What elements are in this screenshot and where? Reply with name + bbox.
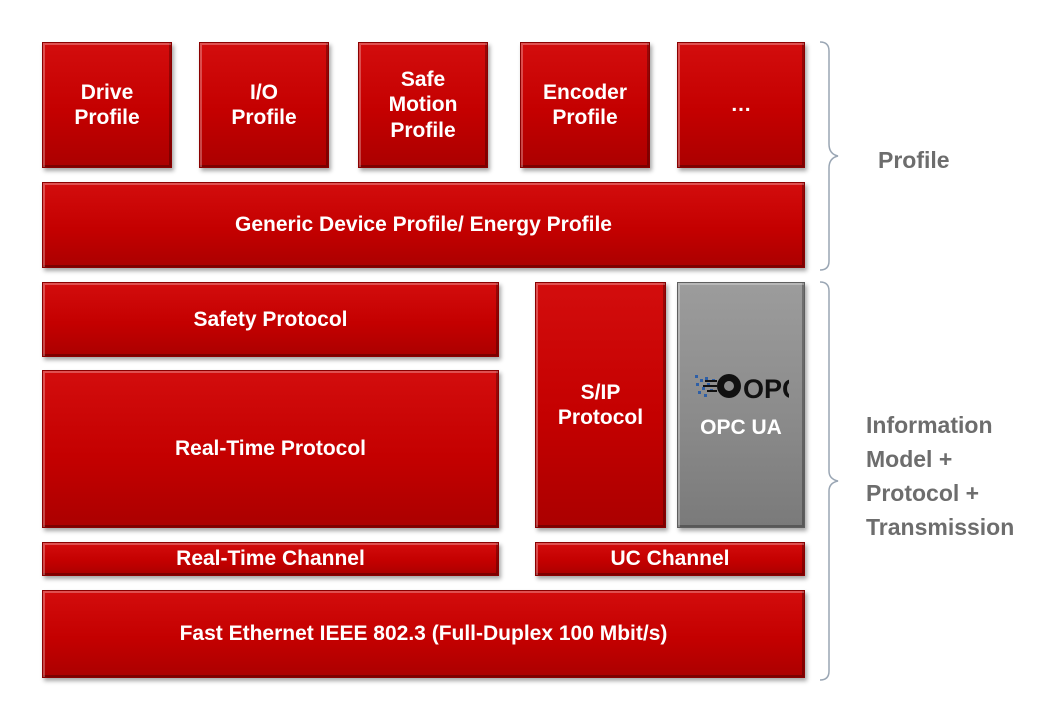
opc-logo-icon: OPC: [695, 374, 789, 404]
encoder-profile-block: Encoder Profile: [520, 42, 650, 168]
opc-ua-label: OPC UA: [700, 416, 782, 440]
encoder-profile-label: Encoder Profile: [542, 80, 628, 129]
profile-brace-icon: [819, 41, 839, 271]
real-time-channel-block: Real-Time Channel: [42, 542, 499, 576]
io-profile-block: I/O Profile: [199, 42, 329, 168]
more-profiles-label: …: [730, 93, 752, 117]
safe-motion-profile-label: Safe Motion Profile: [388, 68, 458, 142]
info-model-label: Information Model + Protocol + Transmiss…: [866, 412, 1015, 540]
drive-profile-block: Drive Profile: [42, 42, 172, 168]
fast-ethernet-label: Fast Ethernet IEEE 802.3 (Full-Duplex 10…: [179, 622, 668, 646]
generic-device-profile-label: Generic Device Profile/ Energy Profile: [235, 213, 612, 237]
generic-device-profile-block: Generic Device Profile/ Energy Profile: [42, 182, 805, 268]
real-time-protocol-label: Real-Time Protocol: [175, 437, 366, 461]
profile-label: Profile: [878, 147, 950, 173]
safety-protocol-label: Safety Protocol: [193, 307, 348, 331]
real-time-channel-label: Real-Time Channel: [176, 547, 365, 571]
sip-protocol-label: S/IP Protocol: [557, 380, 644, 429]
fast-ethernet-block: Fast Ethernet IEEE 802.3 (Full-Duplex 10…: [42, 590, 805, 678]
sip-protocol-block: S/IP Protocol: [535, 282, 666, 528]
drive-profile-label: Drive Profile: [74, 80, 140, 129]
uc-channel-block: UC Channel: [535, 542, 805, 576]
info-model-brace-icon: [819, 281, 839, 681]
safe-motion-profile-block: Safe Motion Profile: [358, 42, 488, 168]
real-time-protocol-block: Real-Time Protocol: [42, 370, 499, 528]
opc-logo-text: OPC: [743, 374, 789, 404]
safety-protocol-block: Safety Protocol: [42, 282, 499, 357]
opc-ua-block: OPC OPC UA: [677, 282, 805, 528]
io-profile-label: I/O Profile: [231, 80, 297, 129]
uc-channel-label: UC Channel: [610, 547, 730, 571]
more-profiles-block: …: [677, 42, 805, 168]
